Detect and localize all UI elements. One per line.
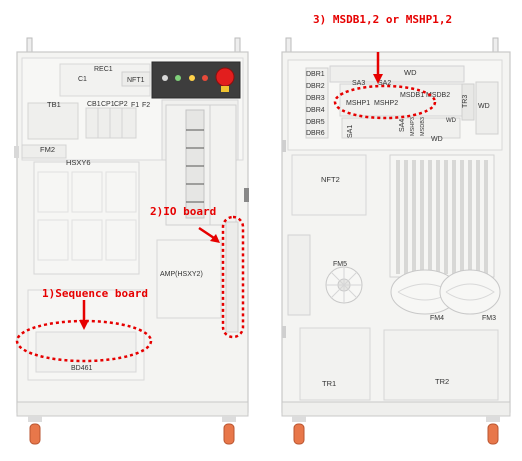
label-c1: C1 <box>78 76 87 83</box>
label-fm2: FM2 <box>40 145 55 154</box>
left-plinth <box>16 401 249 417</box>
label-cp2: CP2 <box>114 101 128 108</box>
label-tr1: TR1 <box>322 379 336 388</box>
label-f1: F1 <box>131 102 139 109</box>
label-wd-right: WD <box>478 103 490 110</box>
left-side-latch <box>14 146 19 158</box>
label-dbr5: DBR5 <box>306 119 325 126</box>
right-caster-mount-2 <box>486 416 500 422</box>
label-nft2: NFT2 <box>321 175 340 184</box>
label-dbr4: DBR4 <box>306 107 325 114</box>
amp-hsxy2 <box>156 239 222 319</box>
lamp-4 <box>202 75 208 81</box>
label-dbr6: DBR6 <box>306 130 325 137</box>
right-side-latch-2 <box>282 326 286 338</box>
label-dbr1: DBR1 <box>306 71 325 78</box>
annotation-msd: 3) MSDB1,2 or MSHP1,2 <box>313 13 452 26</box>
tr3-block <box>461 83 475 121</box>
label-mshp3: MSHP3 <box>410 117 416 136</box>
label-msdb2: MSDB2 <box>426 92 450 99</box>
io-board-arrow <box>198 226 215 240</box>
nft1-module <box>121 71 151 87</box>
io-board-highlight <box>221 215 245 339</box>
label-nft1: NFT1 <box>127 77 145 84</box>
fm5-side-block <box>287 234 311 316</box>
label-f2: F2 <box>142 102 150 109</box>
right-caster-1 <box>293 423 305 445</box>
tr1-transformer <box>299 327 371 401</box>
emergency-stop-button <box>215 67 235 87</box>
lamp-1 <box>162 75 168 81</box>
fm2-fan <box>21 144 67 159</box>
label-sa3: SA3 <box>352 80 365 87</box>
label-mshp1: MSHP1 <box>346 100 370 107</box>
left-caster-2 <box>223 423 235 445</box>
hsxy6-board <box>33 161 140 275</box>
label-cp1: CP1 <box>101 101 115 108</box>
left-caster-1 <box>29 423 41 445</box>
annotation-io-board: 2)IO board <box>150 205 216 218</box>
wd-top-bar <box>329 65 465 83</box>
breaker-group <box>85 107 137 139</box>
io-board <box>225 221 239 333</box>
label-sa4: SA4 <box>399 119 406 132</box>
label-amp: AMP(HSXY2) <box>160 271 203 278</box>
bd461-board <box>35 331 137 373</box>
right-cabinet <box>281 37 511 445</box>
label-rec1: REC1 <box>94 66 113 73</box>
label-sa1: SA1 <box>347 125 354 138</box>
left-door-handle <box>244 188 249 202</box>
left-cabinet <box>14 37 249 445</box>
annotations <box>15 52 437 363</box>
lamp-3 <box>189 75 195 81</box>
lamp-2 <box>175 75 181 81</box>
label-sa2: SA2 <box>378 80 391 87</box>
label-hsxy6: HSXY6 <box>66 158 91 167</box>
right-plinth <box>281 401 511 417</box>
label-msdb1: MSDB1 <box>400 92 424 99</box>
label-wd-small: WD <box>446 118 457 124</box>
label-bd461: BD461 <box>71 365 93 372</box>
msd-highlight <box>333 84 437 120</box>
nft2-module <box>291 154 367 216</box>
sequence-board-highlight <box>15 319 153 363</box>
heat-sink <box>389 154 495 278</box>
label-mshp2: MSHP2 <box>374 100 398 107</box>
label-wd-top: WD <box>404 68 417 77</box>
emergency-stop-base <box>221 86 229 92</box>
label-fm4: FM4 <box>430 315 444 322</box>
sa-mshp3-row <box>341 117 461 139</box>
tr2-transformer <box>383 329 499 401</box>
label-msdb3: MSDB3 <box>420 117 426 136</box>
label-dbr2: DBR2 <box>306 83 325 90</box>
left-caster-mount-1 <box>28 416 42 422</box>
annotation-sequence-board: 1)Sequence board <box>42 287 148 300</box>
left-caster-mount-2 <box>222 416 236 422</box>
right-caster-mount-1 <box>292 416 306 422</box>
fm3-fan <box>439 269 501 315</box>
label-cb1: CB1 <box>87 101 101 108</box>
label-fm5: FM5 <box>333 261 347 268</box>
label-tb1: TB1 <box>47 100 61 109</box>
label-fm3: FM3 <box>482 315 496 322</box>
right-caster-2 <box>487 423 499 445</box>
tb1-terminal <box>27 102 79 140</box>
right-side-latch-1 <box>282 140 286 152</box>
label-tr3: TR3 <box>462 95 469 108</box>
dbr-stack <box>305 67 329 139</box>
wd-right-block <box>475 81 499 135</box>
msd-row <box>339 83 471 117</box>
label-wd-bottom: WD <box>431 136 443 143</box>
label-dbr3: DBR3 <box>306 95 325 102</box>
label-tr2: TR2 <box>435 377 449 386</box>
